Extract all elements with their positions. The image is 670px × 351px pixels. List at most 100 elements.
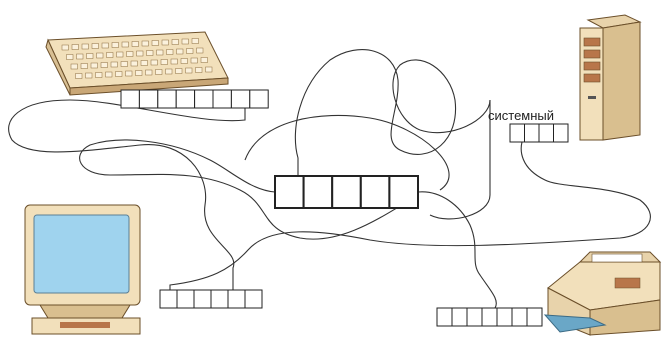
keyboard-key [66,54,74,60]
crossword-cell[interactable] [302,175,334,209]
keyboard-key [146,50,154,56]
keyboard-key [80,63,88,69]
crossword-cell[interactable] [524,123,540,143]
system-word [509,123,569,143]
wire-center-right [417,191,497,309]
keyboard-key [135,70,143,76]
crossword-cell[interactable] [526,307,543,327]
keyboard-word [120,89,269,109]
keyboard-key [90,62,98,69]
crossword-cell[interactable] [509,123,525,143]
keyboard-key [176,48,184,55]
keyboard-key [160,59,168,65]
keyboard-key [175,68,183,74]
keyboard-key [155,69,163,75]
crossword-cell[interactable] [466,307,483,327]
keyboard-key [61,44,69,51]
keyboard-key [115,71,123,77]
keyboard-key [120,61,128,67]
keyboard-key [106,52,114,58]
printer-icon [543,251,662,336]
keyboard-key [75,73,83,79]
crossword-cell[interactable] [388,175,419,209]
crossword-cell[interactable] [210,289,229,309]
crossword-cell[interactable] [227,289,246,309]
keyboard-key [85,72,93,79]
crossword-cell[interactable] [176,289,195,309]
keyboard-key [151,40,159,46]
crossword-cell[interactable] [212,89,232,109]
crossword-cell[interactable] [175,89,196,109]
keyboard-key [185,67,193,74]
keyboard-key [200,57,208,63]
crossword-cell[interactable] [511,307,528,327]
keyboard-key [81,43,89,50]
crossword-cell[interactable] [359,175,391,209]
keyboard-key [141,40,149,47]
keyboard-key [71,44,79,50]
keyboard-key [131,41,139,47]
wire-monitor [169,141,651,290]
keyboard-key [156,49,164,56]
crossword-cell[interactable] [249,89,269,109]
keyboard-key [205,66,213,73]
system-label: системный [488,108,554,123]
keyboard-key [136,50,144,57]
crossword-cell[interactable] [230,89,251,109]
wire-system [429,100,491,220]
keyboard-key [111,42,119,48]
keyboard-key [125,70,133,77]
keyboard-key [105,71,113,78]
keyboard-key [101,42,109,49]
keyboard-key [121,41,129,48]
crossword-cell[interactable] [553,123,569,143]
keyboard-key [180,58,188,64]
keyboard-key [116,51,124,58]
crossword-cell[interactable] [159,289,178,309]
keyboard-key [145,69,153,76]
keyboard-key [76,53,84,60]
keyboard-key [91,43,99,49]
wire-center-up [294,49,491,178]
printer-word [436,307,543,327]
keyboard-key [86,53,94,59]
keyboard-key [196,47,204,54]
keyboard-key [161,39,169,46]
keyboard-key [150,59,158,66]
keyboard-key [186,48,194,54]
keyboard-key [181,38,189,45]
crossword-cell[interactable] [538,123,554,143]
keyboard-key [70,63,78,70]
crossword-cell[interactable] [451,307,468,327]
keyboard-key [190,57,198,64]
crossword-cell[interactable] [331,175,362,209]
crossword-cell[interactable] [157,89,177,109]
keyboard-key [171,39,179,45]
system-unit-icon [579,14,642,141]
wire-loop-top [244,114,450,191]
wires [8,49,651,309]
crossword-cell[interactable] [244,289,263,309]
crossword-cell[interactable] [138,89,159,109]
keyboard-key [165,68,173,75]
crossword-cell[interactable] [193,289,212,309]
crossword-cell[interactable] [481,307,498,327]
monitor-icon [24,204,141,335]
keyboard-key [195,67,203,73]
monitor-word [159,289,263,309]
crossword-cell[interactable] [274,175,305,209]
keyboard-key [126,51,134,57]
crossword-cell[interactable] [496,307,513,327]
keyboard-key [130,60,138,67]
keyboard-key [96,52,104,59]
crossword-cell[interactable] [120,89,140,109]
crossword-cell[interactable] [194,89,214,109]
keyboard-key [170,58,178,65]
keyboard-key [191,38,199,44]
crossword-cell[interactable] [436,307,453,327]
keyboard-keys [61,38,213,79]
keyboard-key [95,72,103,78]
center-word [274,175,419,209]
wire-center-left [79,139,411,240]
